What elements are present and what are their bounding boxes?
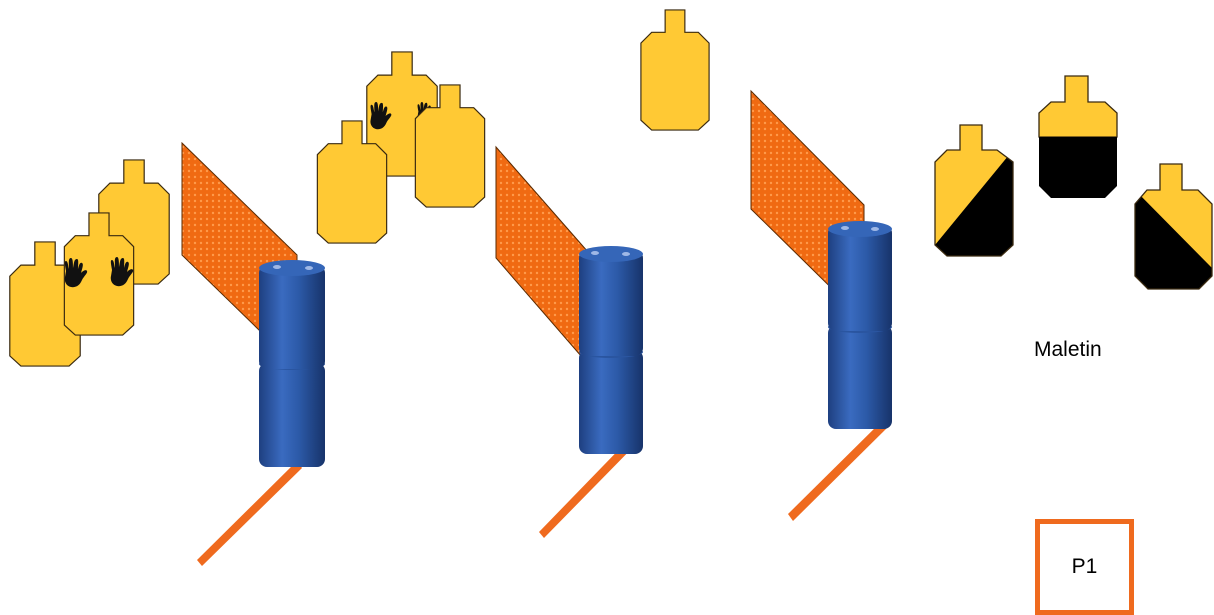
barrel-stack-2 [579,246,643,454]
target-3 [640,9,710,131]
barrel-stack-1 [259,260,325,467]
barrel-stack-3 [828,221,892,429]
barrel-icon [259,363,325,467]
barrel-icon [828,225,892,331]
fault-line-2 [539,433,640,538]
maletin-target-1 [934,124,1014,257]
position-label: P1 [1071,555,1098,578]
barrel-icon [579,350,643,454]
barrel-icon [828,325,892,429]
barricade-wall-2 [495,145,589,366]
barrel-icon [259,265,325,369]
position-p1-box: P1 [1035,519,1134,615]
maletin-target-3 [1134,163,1213,290]
target-group-1 [9,159,170,367]
maletin-label: Maletin [1034,338,1102,361]
maletin-target-2 [1038,75,1118,198]
barrel-icon [579,250,643,356]
fault-line-3 [788,418,890,521]
target-group-2 [316,51,486,244]
fault-line-1 [197,461,302,566]
